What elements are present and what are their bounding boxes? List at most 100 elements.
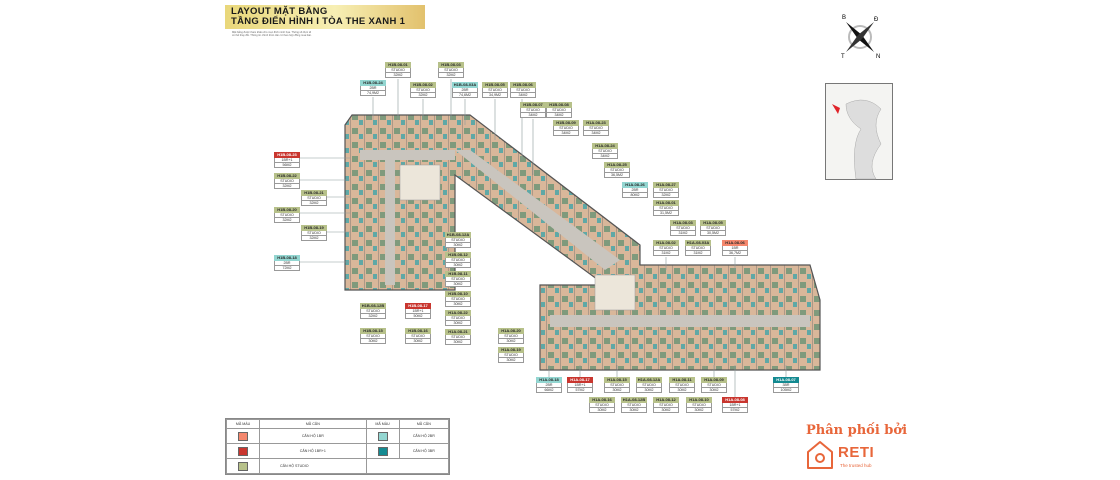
unit-code: H1B-08-02 <box>410 82 436 88</box>
unit-area: 66M2 <box>536 388 562 393</box>
unit-area: 30M2 <box>636 388 662 393</box>
building-outline <box>344 114 821 371</box>
unit-type: STUDIO <box>360 334 386 339</box>
legend-label: CĂN HỘ STUDIO <box>259 458 367 474</box>
unit-code: H1B-08-24 <box>360 80 386 86</box>
distributor-brand: RETI <box>838 444 875 461</box>
unit-area: 32M2 <box>274 184 300 189</box>
unit-area: 30,5M2 <box>700 231 726 236</box>
unit-area: 30M2 <box>701 388 727 393</box>
unit-type: 2BR <box>360 86 386 91</box>
unit-area: 30M2 <box>589 408 615 413</box>
unit-area: 30M2 <box>445 340 471 345</box>
unit-area: 34M2 <box>583 131 609 136</box>
unit-code: H1A-08-03A <box>685 240 711 246</box>
unit-area: 32M2 <box>438 73 464 78</box>
title-line-2: TẦNG ĐIỂN HÌNH I TÒA THE XANH 1 <box>231 16 406 27</box>
unit-type: STUDIO <box>445 258 471 263</box>
unit-code: H1A-08-27 <box>653 182 679 188</box>
unit-area: 32M2 <box>385 73 411 78</box>
unit-type: STUDIO <box>498 334 524 339</box>
unit-area: 30M2 <box>445 243 471 248</box>
unit-area: 36,5M2 <box>604 173 630 178</box>
unit-area: 31M2 <box>653 251 679 256</box>
unit-code: H1A-08-03 <box>670 220 696 226</box>
unit-area: 34M2 <box>592 154 618 159</box>
unit-type: STUDIO <box>301 196 327 201</box>
unit-type: STUDIO <box>546 108 572 113</box>
unit-type: STUDIO <box>653 188 679 193</box>
swatch-1br1 <box>238 446 249 456</box>
unit-code: H1B-08-15 <box>360 328 386 334</box>
unit-code: H1A-08-15 <box>604 377 630 383</box>
unit-code: H1A-08-23 <box>583 120 609 126</box>
unit-area: 34M2 <box>546 113 572 118</box>
unit-code: H1B-08-12B <box>360 303 386 309</box>
unit-area: 32M2 <box>274 218 300 223</box>
unit-area: 30M2 <box>686 408 712 413</box>
unit-code: H1A-08-16 <box>589 397 615 403</box>
compass-t: T <box>841 54 845 60</box>
unit-code: H1B-08-03A <box>452 82 478 88</box>
unit-type: STUDIO <box>445 297 471 302</box>
unit-type: STUDIO <box>360 309 386 314</box>
unit-area: 34M2 <box>553 131 579 136</box>
unit-area: 34M2 <box>520 113 546 118</box>
distributor-label: Phân phối bởi <box>806 423 908 438</box>
unit-type: STUDIO <box>592 149 618 154</box>
unit-area: 32M2 <box>301 236 327 241</box>
unit-code: H1B-08-03 <box>438 62 464 68</box>
